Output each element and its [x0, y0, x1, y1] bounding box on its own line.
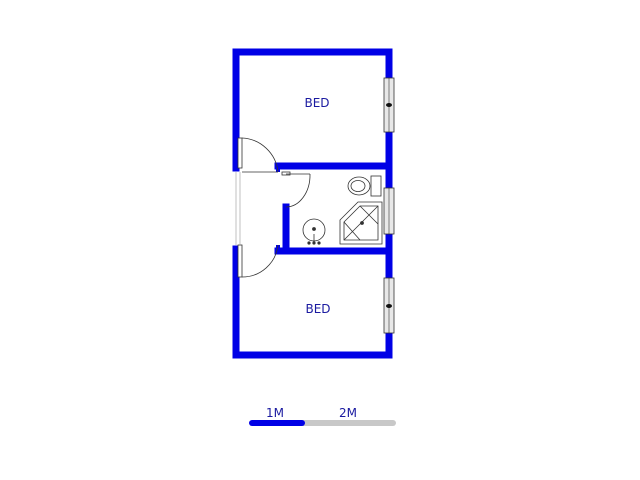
toilet-icon [347, 175, 382, 197]
window-icon [383, 77, 395, 133]
scale-bar: 1M 2M [249, 406, 396, 426]
window-icon [383, 277, 395, 334]
shower-icon [339, 201, 383, 245]
door-swing-icon [237, 244, 279, 278]
basin-icon [302, 218, 326, 245]
scale-label-1m: 1M [266, 406, 284, 420]
corridor-lines [235, 172, 241, 245]
door-swing-icon [237, 137, 279, 173]
room-label-bed-lower: BED [305, 302, 330, 316]
room-label-bed-upper: BED [304, 96, 329, 110]
walls [232, 48, 393, 359]
outer-wall-bottom [232, 245, 393, 359]
scale-label-2m: 2M [339, 406, 357, 420]
window-icon [383, 187, 395, 235]
outer-wall-top [232, 48, 393, 172]
door-swing-icon [281, 171, 311, 208]
